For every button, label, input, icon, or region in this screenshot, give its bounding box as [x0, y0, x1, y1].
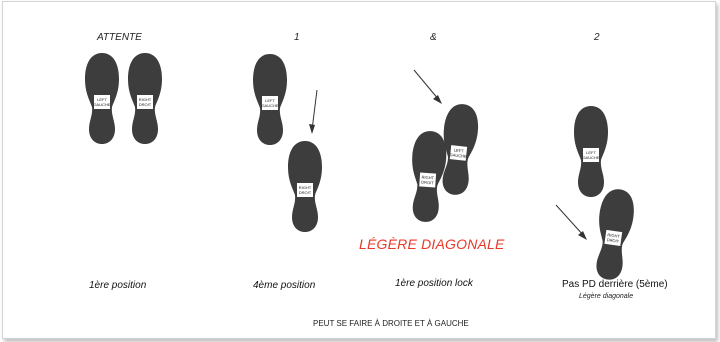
shoe-left-attente: LEFT GAUCHE — [85, 53, 119, 144]
footer-note: PEUT SE FAIRE À DROITE ET À GAUCHE — [313, 319, 469, 328]
svg-text:DROIT: DROIT — [299, 190, 312, 195]
shoe-left-and: RIGHT DROIT — [408, 130, 448, 223]
arrow-step1 — [309, 90, 317, 134]
diagonal-annotation: LÉGÈRE DIAGONALE — [359, 236, 505, 252]
svg-text:GAUCHE: GAUCHE — [261, 103, 278, 108]
svg-text:DROIT: DROIT — [139, 102, 152, 107]
svg-text:GAUCHE: GAUCHE — [582, 155, 599, 160]
shoe-right-attente: RIGHT DROIT — [128, 53, 162, 144]
caption-step-and: 1ère position lock — [395, 278, 473, 289]
subcaption-step-2: Légère diagonale — [579, 293, 633, 300]
caption-step-2: Pas PD derrière (5ème) — [562, 279, 668, 290]
caption-step-1: 4ème position — [253, 280, 315, 291]
shoe-right-step2: RIGHT DROIT — [591, 187, 637, 282]
shoe-left-step2: LEFT GAUCHE — [574, 106, 608, 197]
arrow-step2 — [556, 205, 587, 240]
svg-text:DROIT: DROIT — [421, 180, 434, 186]
arrow-step-and — [414, 70, 442, 104]
svg-text:GAUCHE: GAUCHE — [93, 102, 110, 107]
shoe-left-step1: LEFT GAUCHE — [253, 54, 287, 145]
caption-attente: 1ère position — [89, 280, 146, 291]
shoe-right-step1: RIGHT DROIT — [288, 141, 322, 232]
